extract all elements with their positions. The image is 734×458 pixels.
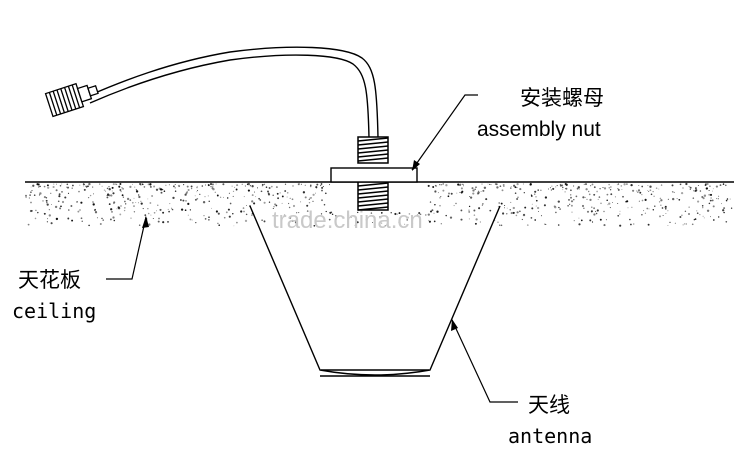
antenna-body <box>249 205 501 377</box>
leader-arrows <box>142 160 458 331</box>
watermark-text: trade.china.cn <box>272 207 423 234</box>
antenna-label-en: antenna <box>508 424 592 448</box>
assembly-nut-icon <box>330 167 418 183</box>
antenna-label-cn: 天线 <box>528 393 570 417</box>
coax-cable <box>87 46 379 139</box>
connector-icon <box>44 82 99 118</box>
ceiling-label-en: ceiling <box>12 299 96 323</box>
threaded-stud-icon <box>357 136 389 211</box>
ceiling-label-cn: 天花板 <box>18 268 81 292</box>
assembly-nut-label-en: assembly nut <box>477 118 601 141</box>
leader-lines <box>106 94 518 403</box>
assembly-nut-label-cn: 安装螺母 <box>520 86 604 110</box>
